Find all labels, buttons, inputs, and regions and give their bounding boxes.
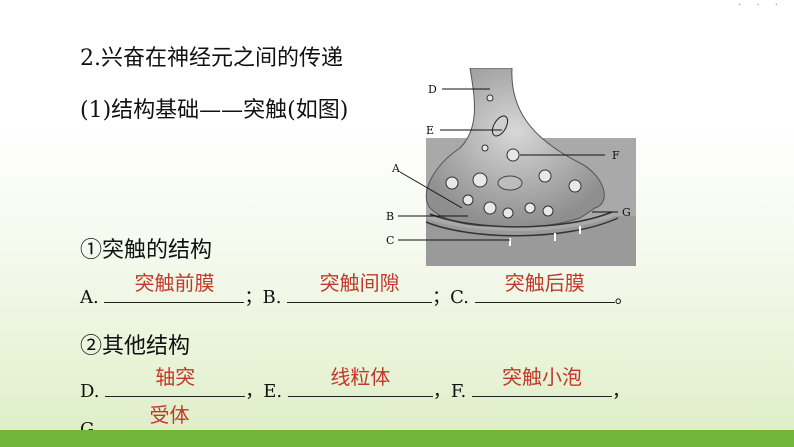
- label-a: A: [391, 162, 401, 175]
- label-f: F: [612, 149, 620, 162]
- label-c: C: [386, 234, 394, 247]
- subtitle: (1)结构基础——突触(如图): [80, 98, 349, 123]
- row-structure: A. 突触前膜；B. 突触间隙；C. 突触后膜。: [80, 271, 633, 309]
- answer-e: 线粒体: [330, 365, 391, 389]
- row-other: D. 轴突，E. 线粒体，F. 突触小泡，: [80, 365, 630, 403]
- answer-blank-f: 突触小泡: [472, 365, 613, 397]
- section-title: 2.兴奋在神经元之间的传递: [80, 46, 343, 71]
- answer-d: 轴突: [155, 365, 196, 389]
- label-d: D: [428, 83, 437, 96]
- corner-mark: · · ·: [738, 0, 784, 11]
- answer-blank-e: 线粒体: [287, 365, 433, 397]
- answer-blank-a: 突触前膜: [104, 271, 245, 303]
- label-b: B: [386, 210, 394, 223]
- section-other-structures: ②其他结构: [80, 334, 191, 359]
- answer-f: 突触小泡: [502, 365, 583, 389]
- label-e: E: [426, 124, 434, 137]
- answer-blank-b: 突触间隙: [287, 271, 433, 303]
- answer-a: 突触前膜: [134, 271, 215, 295]
- answer-g: 受体: [149, 403, 190, 427]
- answer-c: 突触后膜: [504, 271, 585, 295]
- section-synapse-structure: ①突触的结构: [80, 238, 213, 263]
- bottom-bar: [0, 430, 794, 447]
- label-g: G: [622, 206, 631, 219]
- answer-blank-d: 轴突: [105, 365, 246, 397]
- answer-b: 突触间隙: [319, 271, 400, 295]
- answer-blank-c: 突触后膜: [474, 271, 615, 303]
- synapse-diagram: D E F A B C G: [380, 68, 640, 266]
